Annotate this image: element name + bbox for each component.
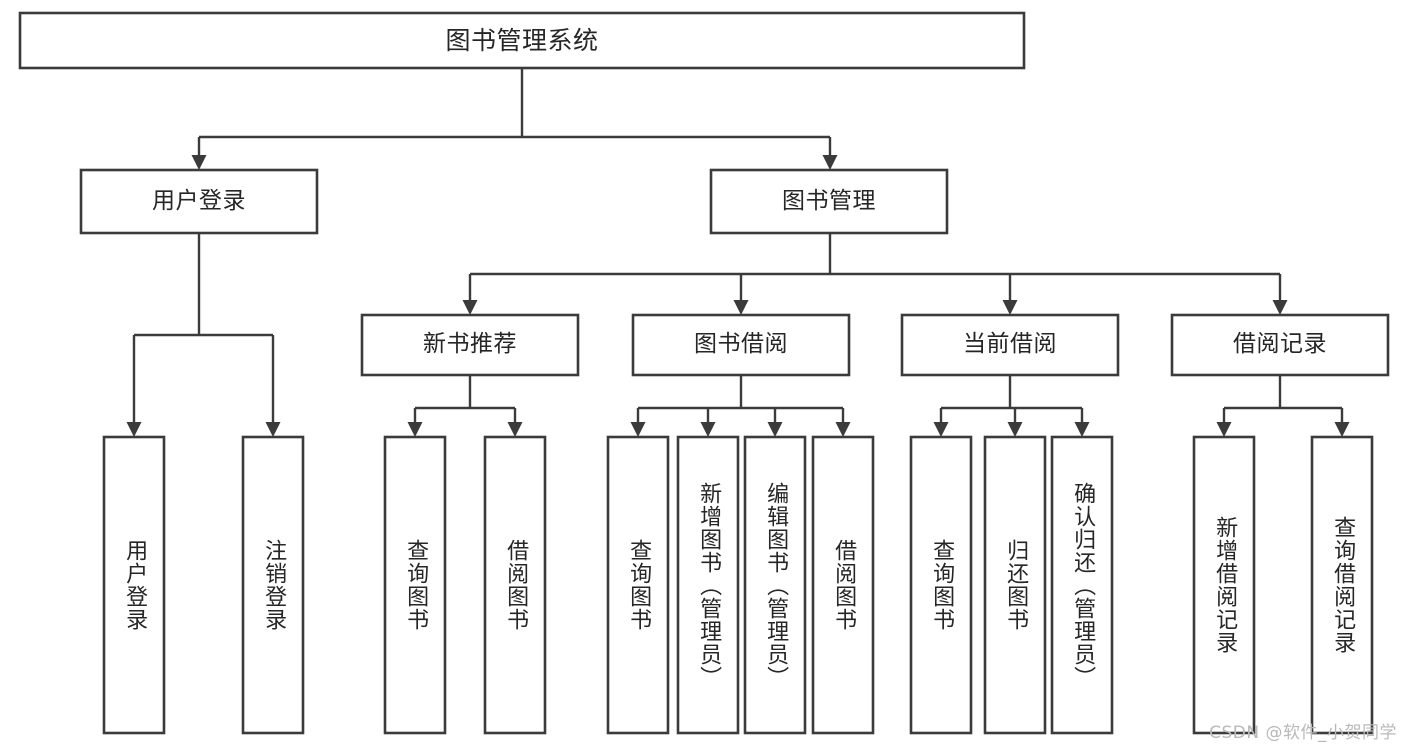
node-box-leaf-user-login[interactable] <box>102 435 166 735</box>
node-box-user-login[interactable] <box>79 168 319 235</box>
connector-currentborrow-to-leaves <box>933 375 1090 437</box>
arrow-head-icon <box>1272 300 1288 315</box>
connector-bookborrow-to-leaves <box>630 375 851 437</box>
arrow-head-icon <box>507 422 523 437</box>
arrow-head-icon <box>1007 422 1023 437</box>
arrow-head-icon <box>462 300 478 315</box>
node-box-current-borrow[interactable] <box>900 313 1120 377</box>
arrow-head-icon <box>1216 422 1232 437</box>
node-box-leaf-query-book-2[interactable] <box>606 435 670 735</box>
node-box-leaf-confirm-return[interactable] <box>1050 435 1114 735</box>
arrow-head-icon <box>1334 422 1350 437</box>
node-box-leaf-query-record[interactable] <box>1310 435 1374 735</box>
arrow-head-icon <box>835 422 851 437</box>
node-box-leaf-logout[interactable] <box>241 435 305 735</box>
node-box-leaf-add-record[interactable] <box>1192 435 1256 735</box>
node-box-new-book-rec[interactable] <box>360 313 580 377</box>
node-box-book-borrow[interactable] <box>631 313 851 377</box>
connector-newbookrec-to-leaves <box>407 375 523 437</box>
connector-bookmanage-to-level3 <box>462 233 1288 315</box>
node-box-borrow-record[interactable] <box>1170 313 1390 377</box>
node-box-leaf-borrow-book-2[interactable] <box>811 435 875 735</box>
arrow-head-icon <box>822 155 838 170</box>
node-box-book-manage[interactable] <box>709 168 949 235</box>
arrow-head-icon <box>733 300 749 315</box>
arrow-head-icon <box>630 422 646 437</box>
node-box-root[interactable] <box>18 11 1026 70</box>
node-box-leaf-edit-book[interactable] <box>743 435 807 735</box>
connector-userlogin-to-leaves <box>126 233 281 437</box>
arrow-head-icon <box>1074 422 1090 437</box>
connector-root-to-level2 <box>191 68 838 170</box>
node-box-leaf-borrow-book-1[interactable] <box>483 435 547 735</box>
node-box-leaf-add-book[interactable] <box>676 435 740 735</box>
node-box-leaf-query-book-3[interactable] <box>909 435 973 735</box>
arrow-head-icon <box>767 422 783 437</box>
arrow-head-icon <box>407 422 423 437</box>
node-box-leaf-return-book[interactable] <box>983 435 1047 735</box>
node-box-leaf-query-book-1[interactable] <box>383 435 447 735</box>
connector-borrowrecord-to-leaves <box>1216 375 1350 437</box>
arrow-head-icon <box>700 422 716 437</box>
arrow-head-icon <box>1002 300 1018 315</box>
arrow-head-icon <box>265 422 281 437</box>
arrow-head-icon <box>933 422 949 437</box>
arrow-head-icon <box>191 155 207 170</box>
arrow-head-icon <box>126 422 142 437</box>
